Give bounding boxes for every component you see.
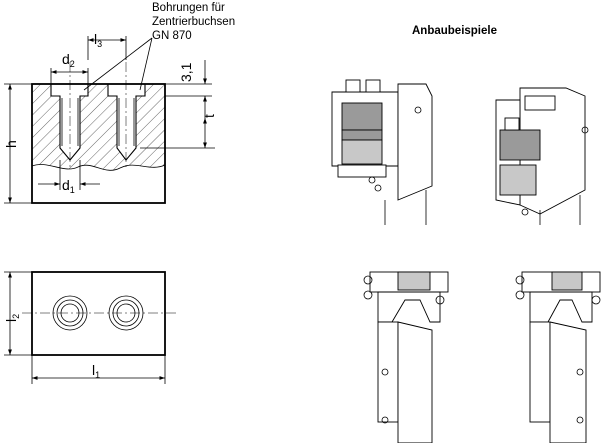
top-view-outline: [31, 271, 166, 356]
example-illustration-4: [515, 271, 601, 443]
holes-note-line3: GN 870: [152, 30, 192, 42]
dim-l1-label: l1: [92, 362, 100, 380]
dim-l3-label: l3: [94, 31, 102, 49]
dim-d2-label: d2: [62, 51, 75, 69]
dim-h-label: h: [3, 140, 19, 148]
hole-right-top: [108, 295, 144, 331]
holes-note: Bohrungen für Zentrierbuchsen GN 870: [152, 2, 235, 42]
section-view: d2 l3 3,1 t h d1: [3, 31, 217, 204]
example-illustration-2: [495, 87, 589, 225]
section-outline: [31, 83, 166, 204]
holes-note-line1: Bohrungen für: [152, 2, 225, 14]
hole-right-section: [107, 83, 146, 161]
section-hatched-body: [32, 84, 165, 171]
example-illustration-1: [331, 79, 433, 225]
dim-thickness-label: 3,1: [178, 62, 194, 82]
hole-left-section: [50, 83, 89, 161]
hole-left-top: [52, 295, 88, 331]
dim-d1-label: d1: [62, 177, 75, 195]
example-illustration-3: [363, 271, 449, 443]
dim-l2-label: l2: [3, 314, 21, 322]
dim-t-label: t: [201, 114, 217, 118]
top-view: l2 l1: [3, 271, 176, 384]
examples-heading: Anbaubeispiele: [412, 25, 497, 37]
holes-note-line2: Zentrierbuchsen: [152, 16, 235, 28]
